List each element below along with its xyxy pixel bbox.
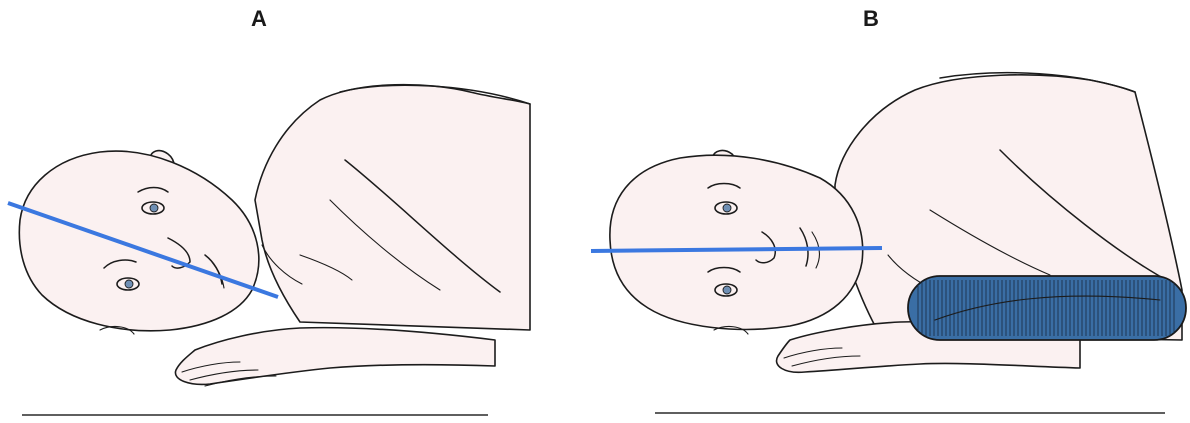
panel-a-figure [8, 85, 530, 415]
panel-a-iris-lower [125, 280, 133, 288]
panel-a-iris-upper [150, 204, 158, 212]
panel-a-torso [255, 85, 530, 330]
panel-b-figure [591, 73, 1186, 413]
panel-a-head [19, 151, 258, 331]
panel-b-iris-upper [723, 204, 731, 212]
panel-b-head [610, 155, 863, 329]
panel-b-pillow [908, 276, 1186, 340]
panel-b-iris-lower [723, 286, 731, 294]
panel-a-hand [175, 328, 495, 385]
